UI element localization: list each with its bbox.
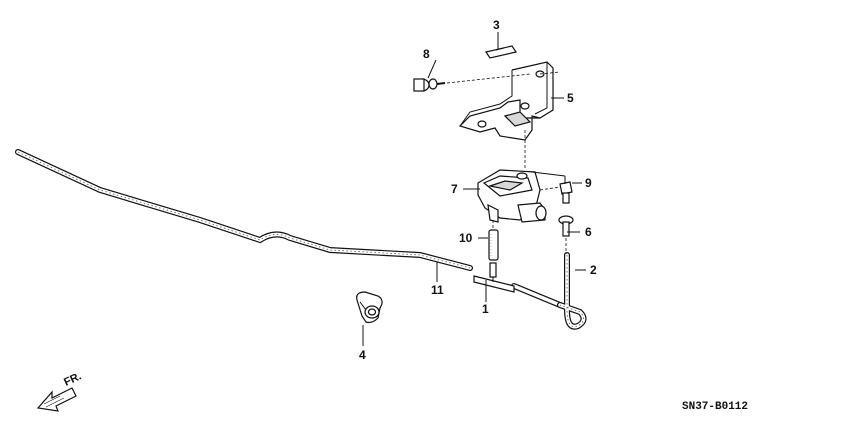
long-hose bbox=[15, 149, 473, 271]
small-bolt bbox=[559, 181, 573, 204]
callout-5: 5 bbox=[567, 91, 574, 105]
hose-clamp bbox=[356, 291, 383, 324]
callout-3: 3 bbox=[493, 18, 500, 32]
callout-8: 8 bbox=[423, 47, 430, 61]
sensor bbox=[477, 169, 547, 223]
callout-7: 7 bbox=[451, 182, 458, 196]
callout-4: 4 bbox=[359, 348, 366, 362]
callout-10: 10 bbox=[459, 231, 473, 245]
direction-label: FR. bbox=[62, 370, 83, 388]
u-hose bbox=[557, 252, 587, 330]
leader-lines bbox=[362, 32, 586, 346]
short-hose bbox=[488, 229, 499, 261]
bolt bbox=[413, 78, 446, 92]
callout-6: 6 bbox=[585, 225, 592, 239]
callout-2: 2 bbox=[590, 263, 597, 277]
mounting-bracket bbox=[458, 61, 554, 141]
pin bbox=[558, 215, 574, 237]
callout-11: 11 bbox=[431, 283, 444, 297]
connector-hose bbox=[511, 283, 563, 308]
clip bbox=[485, 45, 517, 59]
diagram-code: SN37-B0112 bbox=[682, 401, 748, 413]
callout-1: 1 bbox=[482, 302, 489, 316]
callout-9: 9 bbox=[585, 176, 592, 190]
front-direction-arrow bbox=[36, 387, 77, 412]
t-joint bbox=[473, 262, 515, 293]
